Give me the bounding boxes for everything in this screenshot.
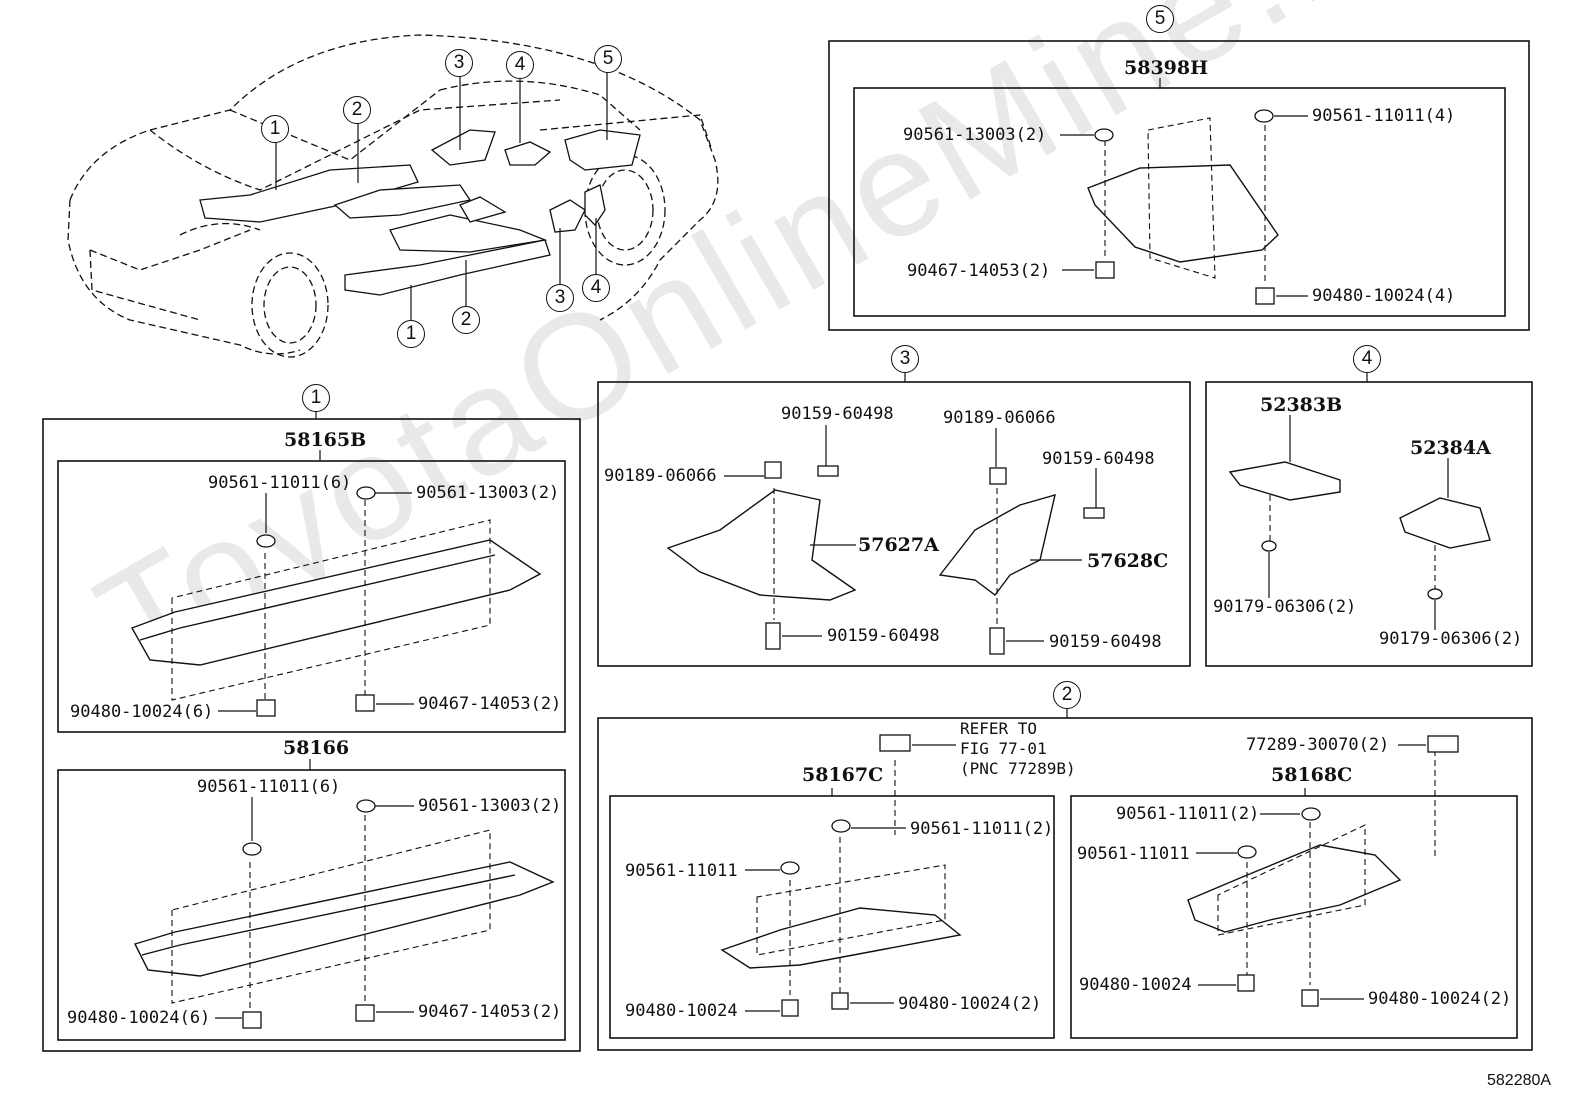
overview-callout-5: 5 <box>594 45 622 73</box>
group5-callout: 5 <box>1146 5 1174 33</box>
figure-number: 582280A <box>1487 1072 1552 1089</box>
group1-dashes <box>171 500 491 1015</box>
car-overview <box>67 34 719 358</box>
group1-upper-label-1: 90561-11011(6) <box>208 473 352 493</box>
group2-left-label-4: 90480-10024(2) <box>898 994 1042 1014</box>
group5-part-code: 58398H <box>1124 57 1209 79</box>
group4-frame <box>1205 381 1533 667</box>
overview-callout-2b: 2 <box>452 306 480 334</box>
group1-upper-label-4: 90467-14053(2) <box>418 694 562 714</box>
group1-lower-frame <box>57 769 566 1041</box>
fasteners <box>242 109 1459 1029</box>
group1-lower-shield <box>134 861 555 977</box>
group4-callout: 4 <box>1353 345 1381 373</box>
group3-label-3: 90189-06066 <box>604 466 717 486</box>
group2-left-label-3: 90480-10024 <box>625 1001 738 1021</box>
overview-callout-3: 3 <box>445 49 473 77</box>
group1-lower-label-4: 90467-14053(2) <box>418 1002 562 1022</box>
group1-upper-label-2: 90561-13003(2) <box>416 483 560 503</box>
group2-refer-line-2: FIG 77-01 <box>960 739 1047 758</box>
overview-callout-2: 2 <box>343 96 371 124</box>
group3-4-dashes <box>773 488 1436 625</box>
group3-part-code-2: 57628C <box>1087 550 1169 572</box>
group5-frame <box>828 40 1530 331</box>
group5-inner-frame <box>853 87 1506 317</box>
group2-refer-line-3: (PNC 77289B) <box>960 759 1076 778</box>
group2-right-top-label: 77289-30070(2) <box>1246 735 1390 755</box>
group2-right-label-1: 90561-11011(2) <box>1116 804 1260 824</box>
group2-shields <box>720 844 1402 969</box>
overview-callout-4: 4 <box>506 51 534 79</box>
group1-lower-label-1: 90561-11011(6) <box>197 777 341 797</box>
group2-right-label-2: 90561-11011 <box>1077 844 1190 864</box>
group3-frame <box>597 381 1191 667</box>
group1-lower-label-3: 90480-10024(6) <box>67 1008 211 1028</box>
overview-callout-4b: 4 <box>582 274 610 302</box>
group5-label-3: 90467-14053(2) <box>907 261 1051 281</box>
group2-right-part-code: 58168C <box>1271 764 1353 786</box>
group3-part-code-1: 57627A <box>858 534 939 556</box>
group5-label-1: 90561-13003(2) <box>903 125 1047 145</box>
group2-dashes <box>756 750 1436 1000</box>
overview-callout-1: 1 <box>261 115 289 143</box>
group1-lower-part-code: 58166 <box>283 737 350 759</box>
group3-label-1: 90159-60498 <box>781 404 894 424</box>
group5-dashes <box>1104 117 1266 285</box>
car-overview-parts <box>199 129 641 296</box>
group5-label-4: 90480-10024(4) <box>1312 286 1456 306</box>
leader-lines <box>215 78 1449 1019</box>
group3-callout: 3 <box>891 345 919 373</box>
group2-refer-line-1: REFER TO <box>960 719 1038 738</box>
group1-upper-frame <box>57 460 566 733</box>
group3-label-5: 90159-60498 <box>827 626 940 646</box>
group2-right-label-3: 90480-10024 <box>1079 975 1192 995</box>
group3-label-6: 90159-60498 <box>1049 632 1162 652</box>
group1-lower-label-2: 90561-13003(2) <box>418 796 562 816</box>
car-overview-leaders <box>275 72 608 320</box>
group3-parts <box>666 461 1491 601</box>
group3-label-4: 90159-60498 <box>1042 449 1155 469</box>
group1-upper-label-3: 90480-10024(6) <box>70 702 214 722</box>
group2-frame <box>597 717 1533 1051</box>
overview-callout-1b: 1 <box>397 320 425 348</box>
group2-left-label-1: 90561-11011(2) <box>910 819 1054 839</box>
group4-label-1: 90179-06306(2) <box>1213 597 1357 617</box>
group1-frame <box>42 418 581 1052</box>
group2-right-label-4: 90480-10024(2) <box>1368 989 1512 1009</box>
group3-label-2: 90189-06066 <box>943 408 1056 428</box>
group5-shield <box>1087 164 1279 263</box>
group4-part-code-2: 52384A <box>1410 437 1491 459</box>
overview-callout-3b: 3 <box>546 284 574 312</box>
group1-upper-part-code: 58165B <box>284 429 367 451</box>
group1-callout: 1 <box>302 384 330 412</box>
group2-left-label-2: 90561-11011 <box>625 861 738 881</box>
group4-label-2: 90179-06306(2) <box>1379 629 1523 649</box>
group1-upper-shield <box>130 539 542 666</box>
group2-callout: 2 <box>1053 681 1081 709</box>
group2-right-frame <box>1070 795 1518 1039</box>
group4-part-code-1: 52383B <box>1260 394 1343 416</box>
group2-left-part-code: 58167C <box>802 764 884 786</box>
group5-label-2: 90561-11011(4) <box>1312 106 1456 126</box>
